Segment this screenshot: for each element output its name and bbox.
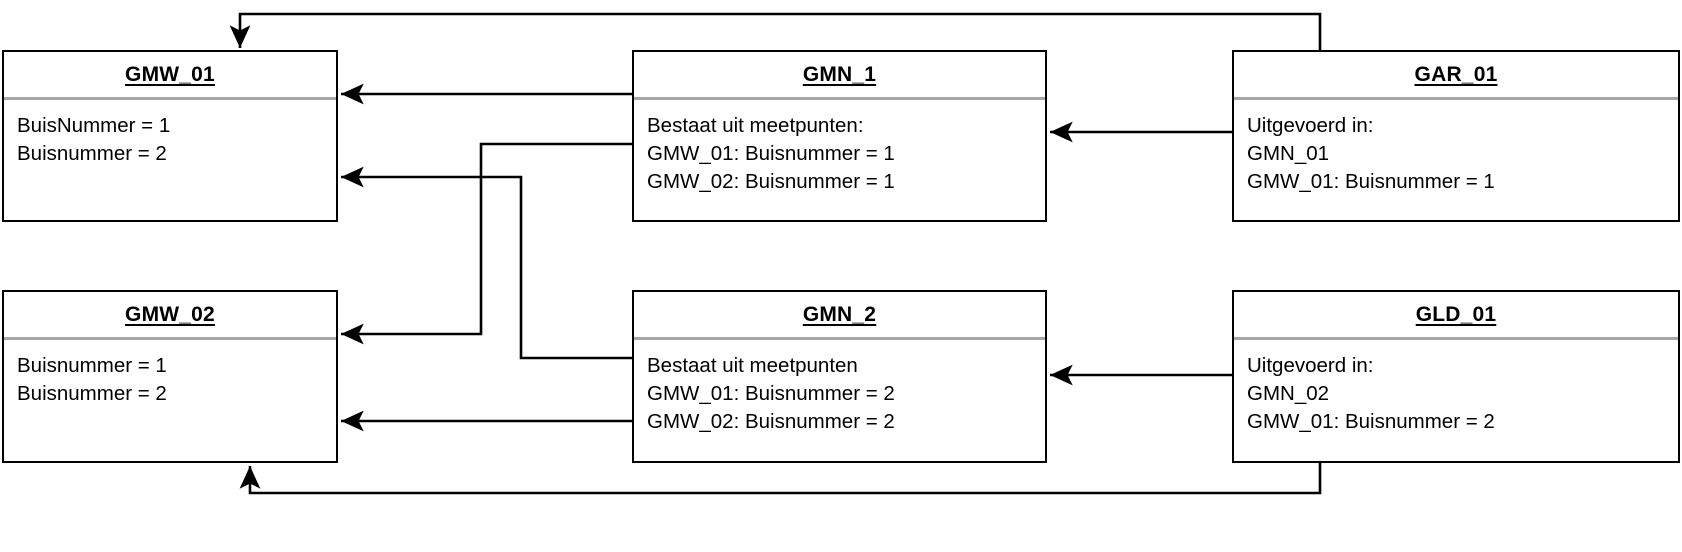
node-gmw-01-body: BuisNummer = 1 Buisnummer = 2 — [4, 100, 336, 220]
node-gld-01-header: GLD_01 — [1234, 292, 1678, 340]
node-gmw-01-line-2: Buisnummer = 2 — [17, 142, 167, 165]
node-gmw-01-header: GMW_01 — [4, 52, 336, 100]
node-gmn-1-line-2: GMW_01: Buisnummer = 1 — [647, 142, 895, 165]
node-gmw-02-body: Buisnummer = 1 Buisnummer = 2 — [4, 340, 336, 461]
node-gmw-02-title: GMW_02 — [125, 302, 215, 326]
node-gmn-2-header: GMN_2 — [634, 292, 1045, 340]
node-gld-01-title: GLD_01 — [1415, 302, 1497, 326]
node-gmw-01-line-1: BuisNummer = 1 — [17, 114, 171, 137]
node-gar-01-line-2: GMN_01 — [1247, 142, 1330, 165]
node-gmw-02[interactable]: GMW_02 Buisnummer = 1 Buisnummer = 2 — [2, 290, 338, 463]
node-gmn-2-body: Bestaat uit meetpunten GMW_01: Buisnumme… — [634, 340, 1045, 461]
node-gld-01-line-3: GMW_01: Buisnummer = 2 — [1247, 410, 1495, 433]
node-gld-01-body: Uitgevoerd in: GMN_02 GMW_01: Buisnummer… — [1234, 340, 1678, 461]
node-gmn-2-line-2: GMW_01: Buisnummer = 2 — [647, 382, 895, 405]
node-gar-01-line-1: Uitgevoerd in: — [1247, 114, 1374, 137]
node-gmn-2[interactable]: GMN_2 Bestaat uit meetpunten GMW_01: Bui… — [632, 290, 1047, 463]
node-gld-01[interactable]: GLD_01 Uitgevoerd in: GMN_02 GMW_01: Bui… — [1232, 290, 1680, 463]
node-gar-01-title: GAR_01 — [1414, 62, 1498, 86]
node-gar-01-header: GAR_01 — [1234, 52, 1678, 100]
edge-gld01-to-gmw02-bottom — [239, 463, 1322, 495]
node-gmw-02-line-2: Buisnummer = 2 — [17, 382, 167, 405]
edge-gmn2-to-gmw01 — [341, 166, 632, 360]
node-gar-01-line-3: GMW_01: Buisnummer = 1 — [1247, 170, 1495, 193]
node-gmn-2-title: GMN_2 — [802, 302, 877, 326]
node-gmw-02-line-1: Buisnummer = 1 — [17, 354, 167, 377]
node-gmn-1-header: GMN_1 — [634, 52, 1045, 100]
node-gmw-01-title: GMW_01 — [125, 62, 215, 86]
node-gld-01-line-1: Uitgevoerd in: — [1247, 354, 1374, 377]
edge-gar01-to-gmw01-top — [229, 12, 1322, 50]
node-gmw-01[interactable]: GMW_01 BuisNummer = 1 Buisnummer = 2 — [2, 50, 338, 222]
node-gmn-2-line-1: Bestaat uit meetpunten — [647, 354, 858, 377]
node-gmn-1-line-3: GMW_02: Buisnummer = 1 — [647, 170, 895, 193]
node-gmn-2-line-3: GMW_02: Buisnummer = 2 — [647, 410, 895, 433]
node-gmn-1-line-1: Bestaat uit meetpunten: — [647, 114, 864, 137]
node-gld-01-line-2: GMN_02 — [1247, 382, 1330, 405]
node-gmn-1-body: Bestaat uit meetpunten: GMW_01: Buisnumm… — [634, 100, 1045, 220]
node-gmn-1-title: GMN_1 — [802, 62, 877, 86]
node-gmw-02-header: GMW_02 — [4, 292, 336, 340]
node-gar-01[interactable]: GAR_01 Uitgevoerd in: GMN_01 GMW_01: Bui… — [1232, 50, 1680, 222]
edge-gmn1-to-gmw02 — [341, 142, 632, 345]
node-gar-01-body: Uitgevoerd in: GMN_01 GMW_01: Buisnummer… — [1234, 100, 1678, 220]
node-gmn-1[interactable]: GMN_1 Bestaat uit meetpunten: GMW_01: Bu… — [632, 50, 1047, 222]
